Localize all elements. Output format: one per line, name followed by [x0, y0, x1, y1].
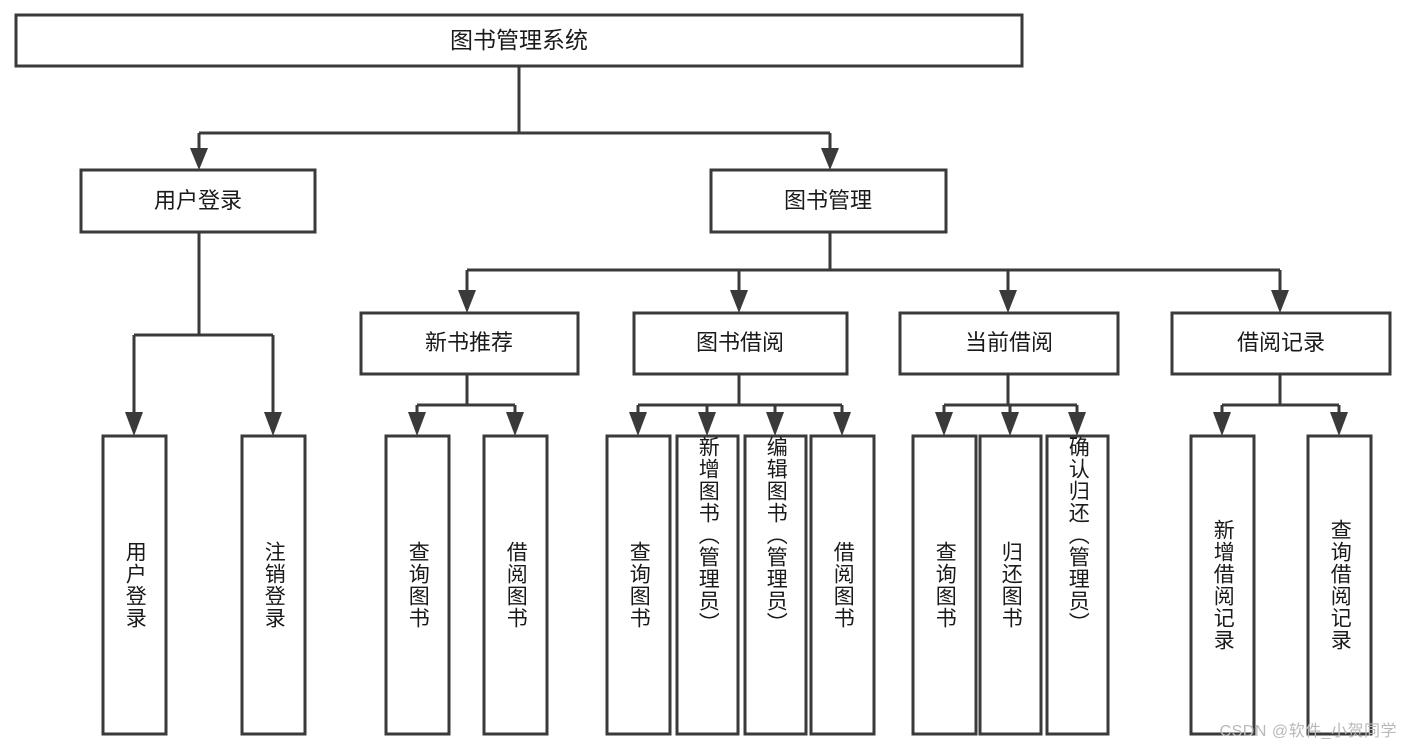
leaf-box-book-borrow-4[interactable] [809, 434, 876, 736]
connector-group-root [190, 66, 839, 170]
node-root-label: 图书管理系统 [450, 27, 588, 53]
node-book-manage-label: 图书管理 [784, 188, 872, 213]
connector-group-book-borrow [629, 374, 851, 436]
node-book-manage-box[interactable] [709, 168, 948, 234]
leaf-box-user-login-1[interactable] [101, 434, 168, 736]
node-new-book-recommend-label: 新书推荐 [425, 330, 513, 355]
arrow-head-leaf-user-login-1 [125, 412, 143, 436]
leaf-box-current-borrow-2[interactable] [978, 434, 1043, 736]
arrow-head-leaf-borrow-record-2 [1330, 412, 1348, 436]
arrow-head-user-login [190, 148, 208, 170]
leaf-box-current-borrow-3[interactable] [1045, 434, 1110, 736]
leaf-boxes-new-book-recommend [384, 434, 549, 736]
arrow-head-leaf-user-login-2 [264, 412, 282, 436]
arrow-head-leaf-new-book-2 [506, 412, 524, 436]
node-book-borrow-box[interactable] [632, 311, 849, 376]
leaf-boxes-borrow-record [1189, 434, 1373, 736]
connector-group-current-borrow [935, 374, 1086, 436]
leaf-boxes-book-borrow [605, 434, 876, 736]
node-borrow-record-label: 借阅记录 [1237, 330, 1325, 355]
node-current-borrow-label: 当前借阅 [965, 330, 1053, 355]
leaf-box-borrow-record-2[interactable] [1306, 434, 1373, 736]
node-borrow-record-box[interactable] [1170, 311, 1392, 376]
arrow-head-leaf-current-borrow-3 [1068, 412, 1086, 436]
connector-group-book-manage [458, 232, 1289, 313]
connector-group-new-book-recommend [408, 374, 524, 436]
leaf-box-book-borrow-1[interactable] [605, 434, 672, 736]
arrow-head-leaf-book-borrow-3 [766, 412, 784, 436]
arrow-head-new-book-recommend [458, 290, 476, 313]
node-root-box[interactable] [14, 13, 1024, 68]
node-user-login-box[interactable] [79, 168, 317, 234]
arrow-head-leaf-book-borrow-4 [833, 412, 851, 436]
arrow-head-book-borrow [730, 290, 748, 313]
arrow-head-leaf-book-borrow-1 [629, 412, 647, 436]
node-new-book-recommend-box[interactable] [359, 311, 580, 376]
leaf-box-new-book-2[interactable] [482, 434, 549, 736]
leaf-box-current-borrow-1[interactable] [911, 434, 978, 736]
leaf-box-new-book-1[interactable] [384, 434, 451, 736]
connector-group-user-login [125, 232, 282, 436]
csdn-watermark: CSDN @软件_小贺同学 [1219, 723, 1397, 740]
node-user-login-label: 用户登录 [154, 188, 242, 213]
arrow-head-book-manage [821, 148, 839, 170]
leaf-box-book-borrow-3[interactable] [743, 434, 808, 736]
leaf-box-user-login-2[interactable] [240, 434, 307, 736]
leaf-boxes-user-login [101, 434, 307, 736]
arrow-head-leaf-borrow-record-1 [1213, 412, 1231, 436]
arrow-head-leaf-current-borrow-1 [935, 412, 953, 436]
arrow-head-leaf-new-book-1 [408, 412, 426, 436]
leaf-boxes-current-borrow [911, 434, 1110, 736]
arrow-head-leaf-book-borrow-2 [698, 412, 716, 436]
connector-group-borrow-record [1213, 374, 1348, 436]
node-current-borrow-box[interactable] [898, 311, 1120, 376]
leaf-box-borrow-record-1[interactable] [1189, 434, 1256, 736]
node-book-borrow-label: 图书借阅 [696, 330, 784, 355]
arrow-head-borrow-record [1271, 290, 1289, 313]
arrow-head-current-borrow [999, 290, 1017, 313]
leaf-box-book-borrow-2[interactable] [675, 434, 740, 736]
arrow-head-leaf-current-borrow-2 [1001, 412, 1019, 436]
